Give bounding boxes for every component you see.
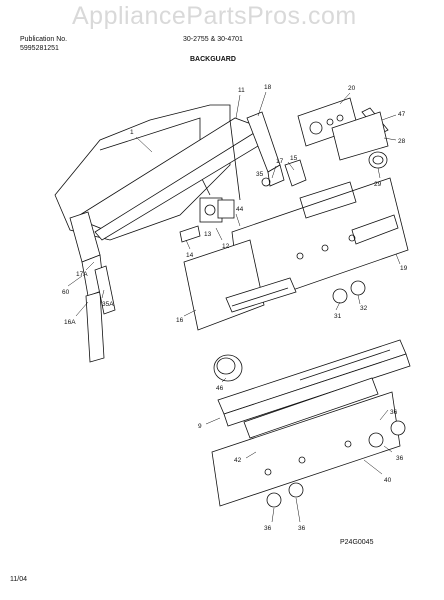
callout-label: 19 <box>400 265 408 272</box>
callout-label: 36 <box>264 525 272 532</box>
callout-label: 36 <box>396 455 404 462</box>
callout-label: 9 <box>198 423 202 430</box>
lower-manifold-panel-part <box>211 391 401 507</box>
right-end-cap-part <box>246 111 285 187</box>
switch-part <box>261 159 307 187</box>
watermark: AppliancePartsPros.com <box>72 2 357 30</box>
callout-label: 12 <box>222 243 230 250</box>
callout-label: 11 <box>238 87 245 94</box>
callout-label: 29 <box>374 181 382 188</box>
callout-label: 16 <box>176 317 184 324</box>
callout-label: 35 <box>256 171 264 178</box>
clock-knob-part <box>368 151 388 169</box>
lower-control-panel-part <box>183 239 297 331</box>
infinite-switch-part <box>199 197 235 223</box>
callout-label: 32 <box>360 305 368 312</box>
callout-label: 16A <box>64 319 76 326</box>
leader-lines <box>67 91 401 523</box>
bottom-trim-part <box>243 377 379 439</box>
top-frame-part <box>74 117 269 241</box>
drawing-code: P24G0045 <box>340 539 374 546</box>
callout-label: 20 <box>348 85 356 92</box>
callout-label: 31 <box>334 313 342 320</box>
callout-label: 18 <box>264 84 272 91</box>
callout-label: 28 <box>398 138 406 145</box>
control-knob-part <box>332 280 366 304</box>
publication-label: Publication No. <box>20 36 68 43</box>
callout-label: 47 <box>398 111 406 118</box>
callout-label: 14 <box>186 252 194 259</box>
callout-label: 44 <box>236 206 244 213</box>
callout-label: 17 <box>276 158 284 165</box>
callout-label: 36 <box>390 409 398 416</box>
callout-label: 36 <box>298 525 306 532</box>
callout-label: 42 <box>234 457 242 464</box>
publication-number: 5995281251 <box>20 45 59 52</box>
front-trim-part <box>217 339 411 427</box>
callout-label: 13 <box>204 231 212 238</box>
model-range: 30-2755 & 30-4701 <box>183 36 243 43</box>
section-title: BACKGUARD <box>190 56 236 63</box>
overlay-part <box>331 111 389 161</box>
callout-label: 35A <box>102 301 114 308</box>
terminal-block-part <box>179 225 201 243</box>
callout-labels: 1 11 18 20 47 28 15 17 35 29 44 12 13 14… <box>62 84 408 532</box>
large-knob-part <box>213 354 243 382</box>
callout-label: 15 <box>290 155 298 162</box>
left-end-cap-part <box>69 211 116 363</box>
footer-date: 11/04 <box>10 576 27 583</box>
callout-label: 1 <box>130 129 134 136</box>
burner-knob-part <box>266 420 406 508</box>
callout-label: 46 <box>216 385 224 392</box>
callout-label: 17A <box>76 271 88 278</box>
callout-label: 60 <box>62 289 70 296</box>
callout-label: 40 <box>384 477 392 484</box>
